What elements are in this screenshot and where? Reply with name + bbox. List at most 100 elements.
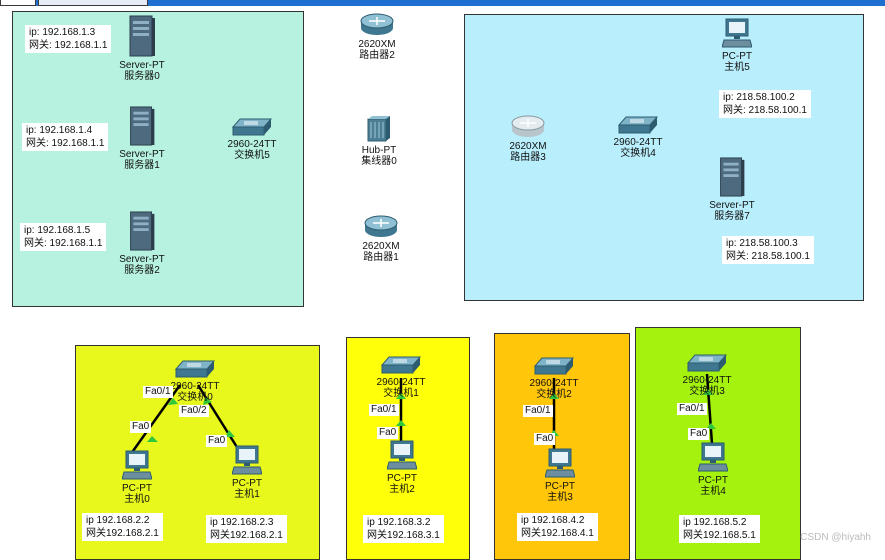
port-label: Fa0 [206, 435, 228, 447]
device-model: Server-PT [119, 60, 165, 71]
device-router2[interactable]: 2620XM 路由器2 [354, 12, 400, 61]
link-sw3-pc4[interactable] [705, 373, 714, 445]
switch-icon [686, 354, 728, 372]
ip-text: ip 192.168.4.2 [521, 515, 585, 526]
ip-text: ip 192.168.5.2 [683, 517, 747, 528]
view-tab[interactable] [38, 0, 148, 6]
port-label: Fa0/1 [143, 386, 173, 398]
switch-icon [617, 116, 659, 134]
device-pc2[interactable]: PC-PT 主机2 [379, 440, 425, 495]
ip-text: ip 192.168.3.2 [367, 517, 431, 528]
router-icon [360, 13, 394, 35]
device-pc4[interactable]: PC-PT 主机4 [690, 442, 736, 497]
device-server2[interactable]: Server-PT 服务器2 [116, 211, 168, 276]
device-pc1[interactable]: PC-PT 主机1 [224, 445, 270, 500]
device-model: Server-PT [709, 200, 755, 211]
device-hub0[interactable]: Hub-PT 集线器0 [356, 116, 402, 167]
device-name: 主机2 [389, 484, 415, 495]
ip-note-pc3[interactable]: ip 192.168.4.2 网关192.168.4.1 [517, 513, 598, 541]
device-name: 服务器7 [714, 211, 750, 222]
gateway-text: 网关: 192.168.1.1 [26, 138, 105, 149]
ip-text: ip: 192.168.1.4 [26, 125, 93, 136]
pc-icon [721, 18, 753, 48]
switch-icon [380, 356, 422, 374]
device-switch4[interactable]: 2960-24TT 交换机4 [608, 116, 668, 159]
port-label: Fa0 [534, 433, 556, 445]
ip-note-pc4[interactable]: ip 192.168.5.2 网关192.168.5.1 [679, 515, 760, 543]
device-model: 2620XM [362, 241, 400, 252]
switch-icon [533, 357, 575, 375]
port-led [549, 393, 559, 399]
device-model: PC-PT [232, 478, 262, 489]
gateway-text: 网关: 192.168.1.1 [24, 238, 103, 249]
device-model: 2960-24TT [529, 378, 579, 389]
device-model: PC-PT [722, 51, 752, 62]
port-led [168, 398, 178, 405]
ip-note-server2[interactable]: ip: 192.168.1.5 网关: 192.168.1.1 [20, 223, 107, 251]
ip-text: ip: 192.168.1.5 [24, 225, 91, 236]
server-icon [130, 106, 155, 146]
device-name: 交换机0 [177, 392, 213, 403]
gateway-text: 网关192.168.2.1 [210, 530, 283, 541]
gateway-text: 网关192.168.2.1 [86, 528, 159, 539]
gateway-text: 网关192.168.3.1 [367, 530, 440, 541]
device-pc0[interactable]: PC-PT 主机0 [114, 450, 160, 505]
device-model: 2960-24TT [682, 375, 732, 386]
device-model: PC-PT [698, 475, 728, 486]
device-name: 主机5 [724, 62, 750, 73]
device-server0[interactable]: Server-PT 服务器0 [116, 15, 168, 82]
port-led [147, 436, 158, 442]
device-switch5[interactable]: 2960-24TT 交换机5 [222, 118, 282, 161]
device-pc5[interactable]: PC-PT 主机5 [715, 18, 759, 73]
device-model: 2960-24TT [376, 377, 426, 388]
device-name: 交换机2 [536, 389, 572, 400]
device-pc3[interactable]: PC-PT 主机3 [537, 448, 583, 503]
zone-server-lan [12, 11, 304, 307]
port-label: Fa0 [688, 428, 710, 440]
port-label: Fa0/1 [677, 403, 707, 415]
router-icon [511, 115, 545, 137]
device-server1[interactable]: Server-PT 服务器1 [116, 106, 168, 171]
ip-note-pc1[interactable]: ip 192.168.2.3 网关192.168.2.1 [206, 515, 287, 543]
server-icon [720, 157, 745, 197]
device-name: 服务器2 [124, 265, 160, 276]
ip-note-pc0[interactable]: ip 192.168.2.2 网关192.168.2.1 [82, 513, 163, 541]
device-switch1[interactable]: 2960-24TT 交换机1 [371, 356, 431, 399]
pc-icon [697, 442, 729, 472]
device-name: 主机1 [234, 489, 260, 500]
port-led [203, 397, 212, 405]
ip-text: ip: 218.58.100.3 [726, 238, 798, 249]
device-switch0[interactable]: 2960-24TT 交换机0 [165, 360, 225, 403]
switch-icon [231, 118, 273, 136]
ip-note-pc5[interactable]: ip: 218.58.100.2 网关: 218.58.100.1 [719, 90, 811, 118]
port-led [396, 420, 406, 426]
gateway-text: 网关: 192.168.1.1 [29, 40, 108, 51]
ip-text: ip: 192.168.1.3 [29, 27, 96, 38]
ip-note-server7[interactable]: ip: 218.58.100.3 网关: 218.58.100.1 [722, 236, 814, 264]
device-model: PC-PT [387, 473, 417, 484]
gateway-text: 网关: 218.58.100.1 [723, 105, 807, 116]
port-label: Fa0 [130, 421, 152, 433]
ip-note-server0[interactable]: ip: 192.168.1.3 网关: 192.168.1.1 [25, 25, 112, 53]
device-name: 主机4 [700, 486, 726, 497]
device-model: Server-PT [119, 149, 165, 160]
pc-icon [121, 450, 153, 480]
port-led [703, 389, 713, 395]
device-name: 主机0 [124, 494, 150, 505]
port-label: Fa0 [377, 427, 399, 439]
link-sw0-pc1[interactable] [196, 384, 242, 453]
device-name: 交换机1 [383, 388, 419, 399]
ip-note-pc2[interactable]: ip 192.168.3.2 网关192.168.3.1 [363, 515, 444, 543]
device-name: 服务器0 [124, 71, 160, 82]
port-label: Fa0/1 [369, 404, 399, 416]
port-led [706, 423, 716, 429]
device-switch3[interactable]: 2960-24TT 交换机3 [677, 354, 737, 397]
port-label: Fa0/2 [179, 405, 209, 417]
device-router3[interactable]: 2620XM 路由器3 [505, 114, 551, 163]
ip-note-server1[interactable]: ip: 192.168.1.4 网关: 192.168.1.1 [22, 123, 109, 151]
device-router1[interactable]: 2620XM 路由器1 [358, 214, 404, 263]
device-switch2[interactable]: 2960-24TT 交换机2 [524, 357, 584, 400]
device-server7[interactable]: Server-PT 服务器7 [704, 157, 760, 222]
workspace-tab[interactable] [0, 0, 36, 6]
